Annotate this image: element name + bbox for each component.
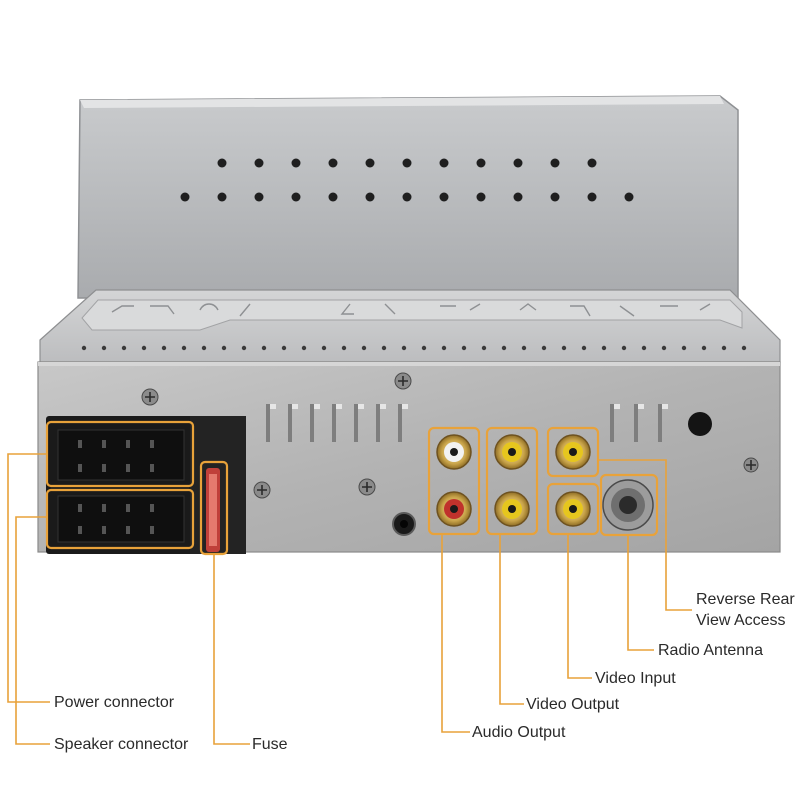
callout-leader-lines — [7, 453, 692, 745]
label-audio-output: Audio Output — [472, 724, 566, 741]
label-power-connector: Power connector — [54, 694, 175, 711]
label-fuse: Fuse — [252, 736, 288, 753]
label-reverse-rear-line2: View Access — [696, 612, 786, 629]
rca-jacks — [427, 426, 659, 537]
label-video-output: Video Output — [526, 696, 620, 713]
label-speaker-connector: Speaker connector — [54, 736, 189, 753]
label-radio-antenna: Radio Antenna — [658, 642, 763, 659]
iso-connectors — [45, 416, 246, 556]
label-video-input: Video Input — [595, 670, 676, 687]
screws — [141, 372, 759, 499]
top-cover-plate — [77, 95, 739, 299]
housing-top — [39, 289, 781, 363]
label-reverse-rear-line1: Reverse Rear — [696, 591, 795, 608]
mount-hole — [688, 412, 712, 436]
